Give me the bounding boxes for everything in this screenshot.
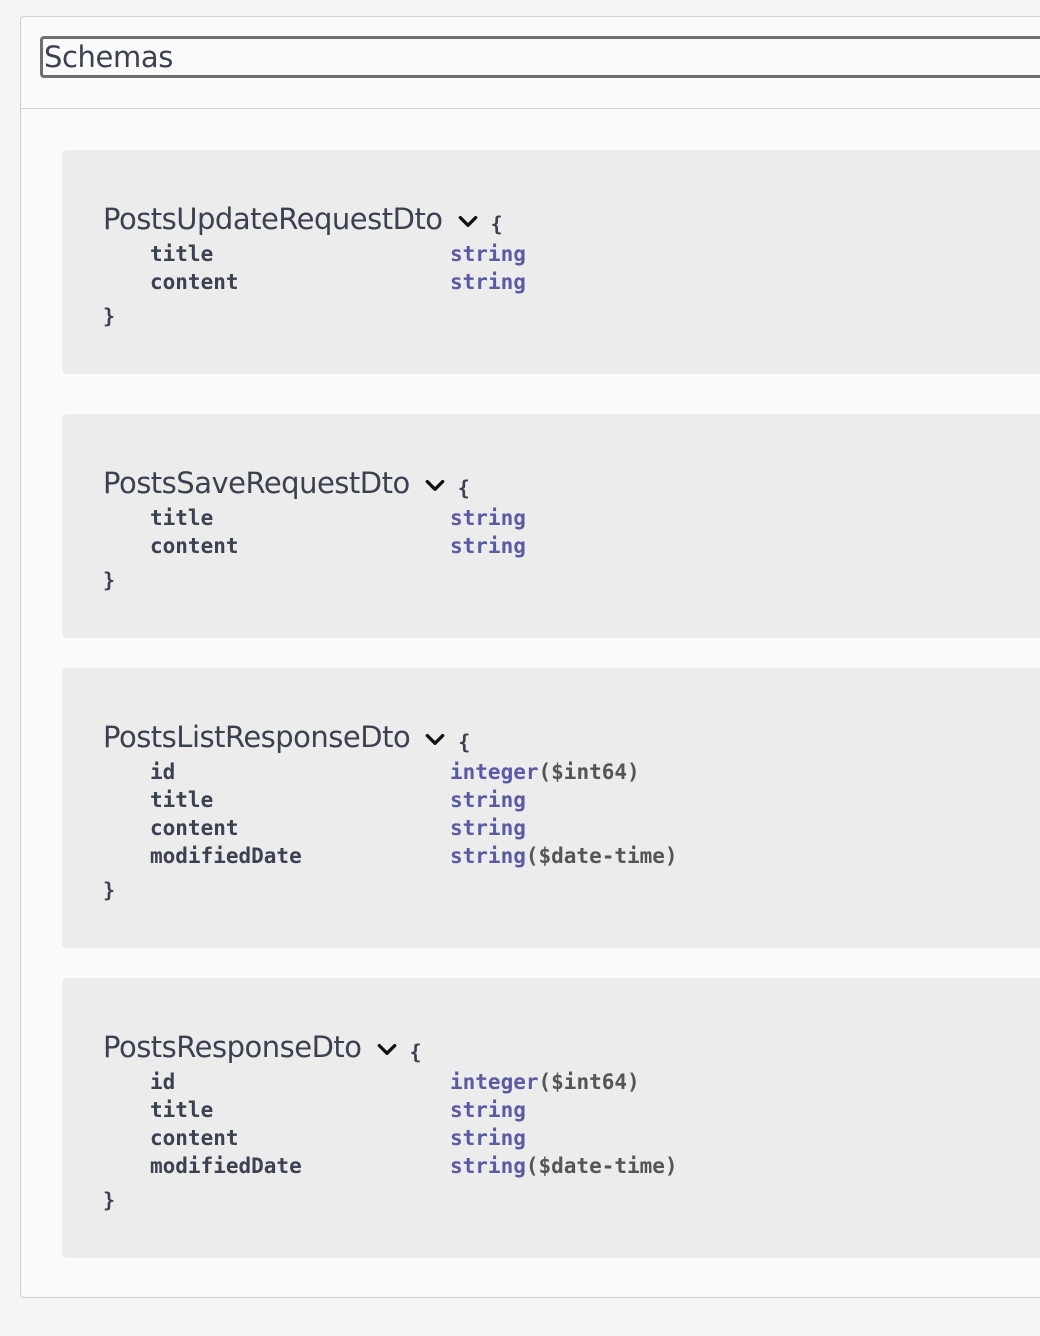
close-brace: }: [103, 304, 116, 328]
property-type: string($date-time): [450, 842, 678, 870]
property-name: title: [150, 1098, 214, 1122]
property-type: string: [450, 814, 526, 842]
property-name: id: [150, 760, 176, 784]
property-type: string: [450, 504, 526, 532]
property-type: string: [450, 1124, 526, 1152]
property-type-name: string: [450, 844, 526, 868]
property-name: modifiedDate: [150, 1154, 302, 1178]
property-type-name: string: [450, 270, 526, 294]
property-type-name: string: [450, 1126, 526, 1150]
schemas-toggle-button[interactable]: Schemas: [40, 36, 1040, 78]
model-box-posts-save-request-dto: PostsSaveRequestDto { title string conte…: [62, 414, 1040, 638]
property-type: string($date-time): [450, 1152, 678, 1180]
property-type: string: [450, 786, 526, 814]
open-brace: {: [409, 1040, 422, 1064]
chevron-down-icon[interactable]: [376, 1039, 398, 1061]
property-type-name: string: [450, 1098, 526, 1122]
property-type-name: string: [450, 1154, 526, 1178]
schemas-header: Schemas: [21, 17, 1040, 109]
property-name: content: [150, 1126, 239, 1150]
property-name: title: [150, 788, 214, 812]
property-type: string: [450, 240, 526, 268]
property-type: integer($int64): [450, 758, 640, 786]
model-toggle[interactable]: PostsResponseDto {: [103, 1030, 422, 1064]
property-format: ($int64): [538, 1070, 640, 1094]
chevron-down-icon[interactable]: [457, 211, 479, 233]
schemas-title: Schemas: [44, 40, 173, 74]
property-type: string: [450, 532, 526, 560]
close-brace: }: [103, 1188, 116, 1212]
property-format: ($int64): [538, 760, 640, 784]
open-brace: {: [490, 212, 503, 236]
model-toggle[interactable]: PostsUpdateRequestDto {: [103, 202, 503, 236]
model-box-posts-list-response-dto: PostsListResponseDto { id integer($int64…: [62, 668, 1040, 948]
property-name: content: [150, 270, 239, 294]
property-name: content: [150, 534, 239, 558]
property-format: ($date-time): [525, 1154, 678, 1178]
model-box-posts-response-dto: PostsResponseDto { id integer($int64) ti…: [62, 978, 1040, 1258]
property-type: string: [450, 268, 526, 296]
property-name: title: [150, 242, 214, 266]
property-type-name: integer: [450, 760, 539, 784]
property-type: integer($int64): [450, 1068, 640, 1096]
property-name: modifiedDate: [150, 844, 302, 868]
property-name: title: [150, 506, 214, 530]
model-toggle[interactable]: PostsSaveRequestDto {: [103, 466, 470, 500]
property-name: content: [150, 816, 239, 840]
schemas-panel: Schemas PostsUpdateRequestDto { title st…: [20, 16, 1040, 1298]
model-toggle[interactable]: PostsListResponseDto {: [103, 720, 470, 754]
model-name: PostsResponseDto: [103, 1030, 362, 1064]
property-name: id: [150, 1070, 176, 1094]
property-type: string: [450, 1096, 526, 1124]
model-name: PostsSaveRequestDto: [103, 466, 410, 500]
model-name: PostsUpdateRequestDto: [103, 202, 443, 236]
chevron-down-icon[interactable]: [424, 475, 446, 497]
chevron-down-icon[interactable]: [424, 729, 446, 751]
open-brace: {: [457, 476, 470, 500]
model-name: PostsListResponseDto: [103, 720, 411, 754]
open-brace: {: [458, 730, 470, 754]
close-brace: }: [103, 878, 116, 902]
property-format: ($date-time): [525, 844, 678, 868]
property-type-name: string: [450, 788, 526, 812]
close-brace: }: [103, 568, 116, 592]
property-type-name: string: [450, 816, 526, 840]
property-type-name: string: [450, 534, 526, 558]
property-type-name: integer: [450, 1070, 539, 1094]
model-box-posts-update-request-dto: PostsUpdateRequestDto { title string con…: [62, 150, 1040, 374]
property-type-name: string: [450, 506, 526, 530]
property-type-name: string: [450, 242, 526, 266]
